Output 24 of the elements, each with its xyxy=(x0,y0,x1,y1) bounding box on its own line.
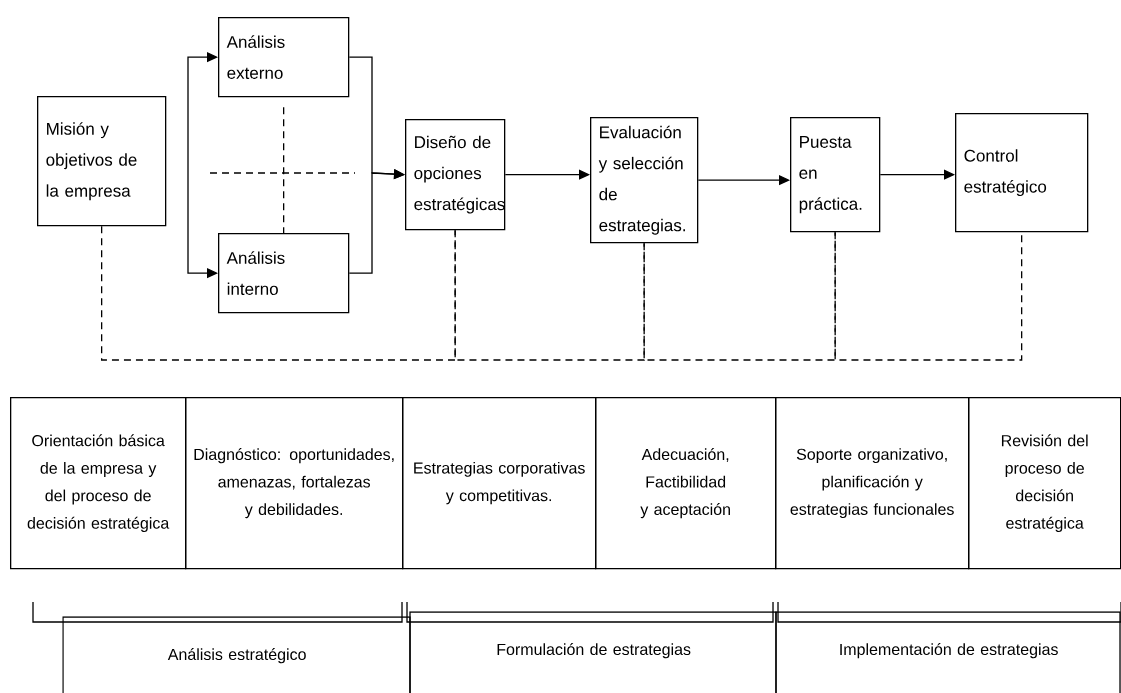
table-cell: Diagnóstico: oportunidades, amenazas, fortalezas y debilidades. xyxy=(185,397,404,570)
table-cell: Orientación básica de la empresa y del proceso de decisión estratégica xyxy=(10,397,187,570)
process-box: Misión y objetivos de la empresa xyxy=(37,96,167,227)
process-box: Evaluación y selección de estrategias. xyxy=(590,117,699,244)
phase-label: Implementación de estrategias xyxy=(775,611,1121,693)
phase-label: Análisis estratégico xyxy=(62,616,411,693)
table-cell: Adecuación, Factibilidad y aceptación xyxy=(595,397,777,570)
table-cell: Soporte organizativo, planificación y estrategias funcionales xyxy=(775,397,970,570)
arrow xyxy=(348,168,405,274)
table-cell: Estrategias corporativas y competitivas. xyxy=(402,397,597,570)
process-box: Control estratégico xyxy=(955,113,1089,233)
process-box: Análisis interno xyxy=(218,233,350,314)
dashed-connector xyxy=(101,225,456,361)
dashed-connector xyxy=(834,231,1023,361)
arrow xyxy=(879,169,955,180)
table-cell: Revisión del proceso de decisión estratégica xyxy=(968,397,1121,570)
process-box: Análisis externo xyxy=(218,17,350,98)
dashed-connector xyxy=(283,106,285,234)
phase-label: Formulación de estrategias xyxy=(409,611,777,693)
dashed-connector xyxy=(454,229,645,361)
arrow xyxy=(187,51,218,174)
arrow xyxy=(504,169,590,180)
process-box: Puesta en práctica. xyxy=(790,117,881,233)
process-box: Diseño de opciones estratégicas xyxy=(405,119,506,231)
